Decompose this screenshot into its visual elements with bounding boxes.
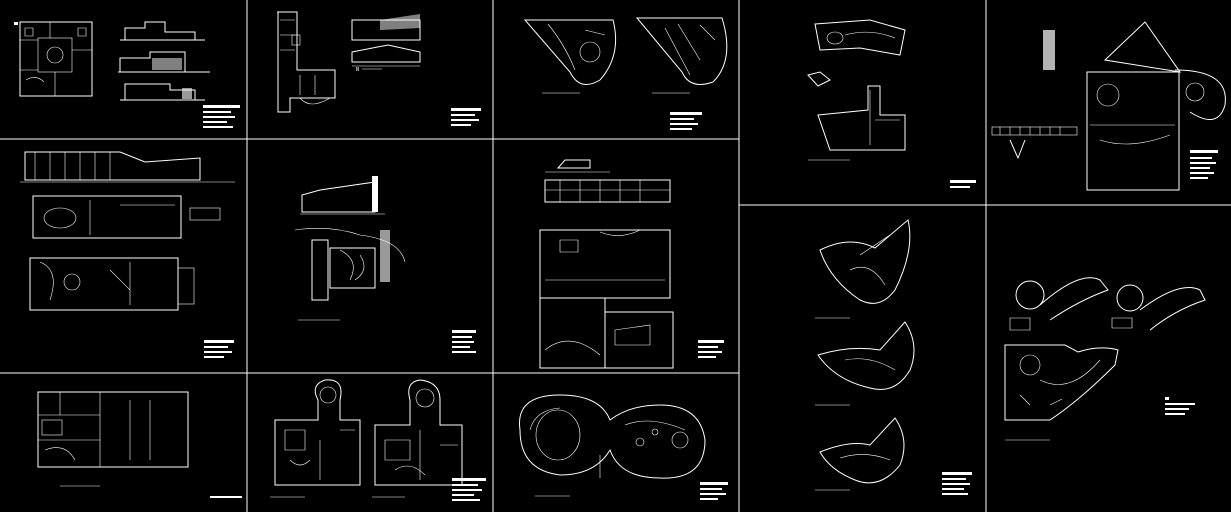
panel-triangle-circle-plan[interactable]: [991, 21, 1226, 191]
panel-site-plan-upper[interactable]: [807, 19, 976, 188]
legend-block: [203, 105, 240, 128]
panel-terrace-site[interactable]: [539, 159, 724, 369]
panel-l-shaped-plan[interactable]: N: [277, 11, 481, 126]
panel-section-plan[interactable]: [294, 176, 476, 353]
panel-rect-floor-plan[interactable]: [37, 391, 242, 498]
scale-bar: N: [356, 67, 382, 73]
legend-block: [700, 482, 728, 500]
legend-block: [204, 340, 234, 358]
legend-block: [452, 478, 486, 501]
panel-serpentine-plans[interactable]: [1004, 277, 1206, 441]
panel-long-elevation-plans[interactable]: [20, 151, 235, 358]
panel-courtyard-house[interactable]: [14, 21, 240, 128]
panel-curved-plans-stack[interactable]: [815, 219, 972, 495]
panel-oval-loop-plan[interactable]: [519, 394, 729, 500]
legend-block: [950, 180, 976, 188]
legend-block: [1165, 397, 1195, 415]
legend-block: [452, 330, 476, 353]
legend-block: [670, 112, 702, 130]
north-label: N: [356, 67, 359, 73]
legend-block: [451, 108, 481, 126]
legend-block: [698, 340, 724, 358]
legend-block: [1190, 150, 1218, 179]
panel-triangular-plans[interactable]: [523, 17, 728, 130]
legend-block: [942, 472, 972, 495]
panel-circle-tower-plans[interactable]: [270, 379, 486, 501]
